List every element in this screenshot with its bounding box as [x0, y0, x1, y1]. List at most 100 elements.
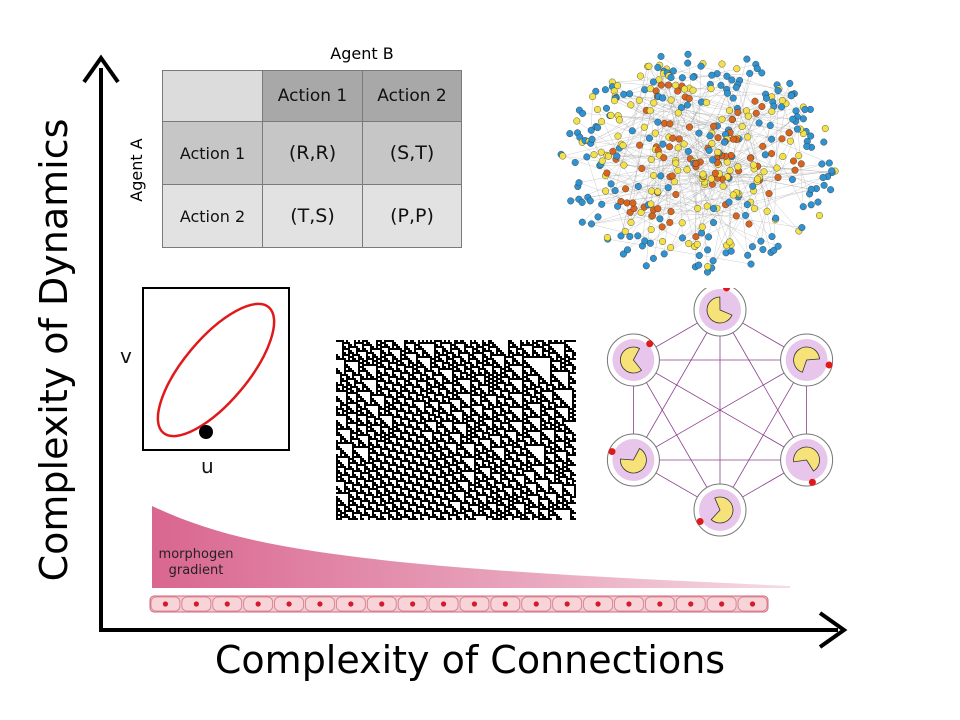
oscillator-phase [706, 296, 733, 324]
payoff-corner-cell [162, 70, 263, 122]
network-node [777, 103, 785, 111]
network-node [827, 186, 835, 194]
network-node [685, 123, 693, 131]
network-node [619, 141, 627, 149]
network-node [672, 159, 680, 167]
network-edge [720, 85, 779, 178]
network-node [744, 112, 752, 120]
network-node [637, 208, 645, 216]
network-node [711, 169, 719, 177]
network-node [707, 175, 715, 183]
network-edge [670, 222, 683, 248]
network-edge [662, 168, 755, 228]
network-edge [632, 202, 802, 228]
network-node [755, 119, 763, 127]
network-node [789, 157, 797, 165]
network-edge [617, 77, 683, 137]
network-node [705, 233, 713, 241]
network-node [573, 117, 581, 125]
network-node [723, 89, 731, 97]
network-edge [693, 116, 749, 164]
network-node [685, 95, 693, 103]
network-edge [650, 110, 793, 120]
network-node [714, 134, 722, 142]
network-node [758, 103, 766, 111]
network-node [698, 229, 706, 237]
network-node [636, 72, 644, 80]
network-node [647, 226, 655, 234]
network-node [566, 130, 574, 138]
agent-b-label: Agent B [330, 44, 394, 63]
network-node [699, 170, 707, 178]
oscillator-phase [620, 346, 643, 374]
network-node [674, 166, 682, 174]
network-node [656, 215, 664, 223]
network-node [598, 200, 606, 208]
network-node [654, 188, 662, 196]
phase-plot-frame [142, 287, 290, 451]
network-node [626, 90, 634, 98]
network-node [598, 157, 606, 165]
network-node [674, 144, 682, 152]
network-node [709, 219, 717, 227]
network-node [609, 147, 617, 155]
oscillator-marker [808, 478, 816, 486]
cell-nucleus [162, 601, 169, 607]
network-edge [657, 122, 670, 223]
network-node [778, 135, 786, 143]
oscillator-marker [608, 448, 616, 456]
network-node [683, 101, 691, 109]
network-node [647, 155, 655, 163]
cell-nucleus [502, 601, 508, 607]
network-node [667, 74, 675, 82]
network-node [669, 67, 677, 75]
network-edge [750, 188, 817, 203]
network-node [786, 79, 794, 87]
network-node [748, 243, 756, 251]
network-edge [711, 138, 783, 180]
network-node [710, 122, 718, 130]
network-edge [597, 109, 650, 139]
network-node [798, 224, 806, 232]
network-edge [612, 133, 699, 152]
network-node [645, 62, 653, 70]
payoff-cell-1-2: (S,T) [362, 121, 462, 185]
network-node [651, 129, 659, 137]
network-edge [686, 169, 748, 256]
x-axis-label: Complexity of Connections [214, 638, 726, 682]
oscillator-link [633, 359, 721, 511]
cell-nucleus [533, 601, 539, 607]
cell-nucleus [564, 601, 570, 607]
network-node [627, 101, 635, 109]
network-node [692, 233, 700, 241]
network-edge [682, 177, 779, 239]
network-node [774, 173, 782, 181]
oscillator-marker [646, 340, 654, 348]
network-node [786, 137, 794, 145]
cell-row-background [149, 595, 769, 613]
network-node [758, 69, 766, 77]
network-node [695, 129, 703, 137]
network-node [718, 60, 726, 68]
network-node [753, 175, 761, 183]
cell-nucleus [317, 601, 323, 607]
morphogen-label-line2: gradient [168, 563, 224, 578]
network-node [611, 97, 619, 105]
network-node [727, 247, 735, 255]
network-node [622, 185, 630, 193]
network-node [680, 140, 688, 148]
row-header-2: Action 2 [162, 184, 263, 248]
network-node [603, 169, 611, 177]
network-node [807, 185, 815, 193]
cell-nucleus [626, 601, 632, 607]
network-node [668, 172, 676, 180]
network-node [820, 138, 828, 146]
network-node [719, 182, 727, 190]
network-node [645, 134, 653, 142]
network-node [594, 213, 602, 221]
oscillator-node [606, 433, 660, 487]
cell-nucleus [286, 601, 292, 607]
network-node [693, 240, 701, 248]
network-edge [722, 119, 793, 180]
